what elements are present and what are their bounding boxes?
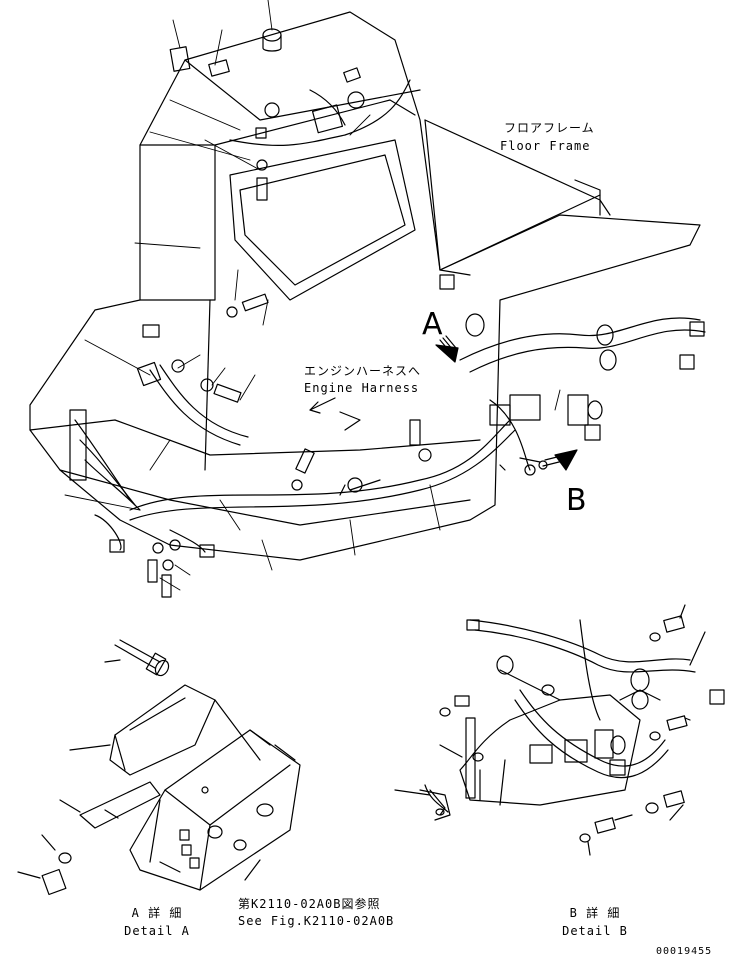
components-main [69,28,705,598]
detail-a-title-jp: A 詳 細 [131,906,183,920]
view-b-marker: B [566,483,587,518]
see-figure-note-jp: 第K2110-02A0B図参照 [238,897,381,911]
drawing-number: 00019455 [656,946,713,957]
wire-harness-main [74,79,706,553]
floor-frame-label-jp: フロアフレーム [504,121,595,135]
detail-b-title-jp: B 詳 細 [569,906,621,920]
detail-b-drawing [394,604,725,856]
detail-a-drawing [17,639,301,896]
see-figure-note-en: See Fig.K2110-02A0B [238,914,395,928]
detail-b-title-en: Detail B [562,924,628,938]
engine-harness-label-en: Engine Harness [304,381,420,395]
view-a-marker: A [422,307,443,342]
view-arrows [309,335,578,471]
detail-a-title-en: Detail A [124,924,190,938]
floor-frame-label-en: Floor Frame [500,139,591,153]
leader-lines-main [64,0,561,591]
engine-harness-label-jp: エンジンハーネスへ [304,364,422,378]
floor-frame-outline [29,11,701,561]
